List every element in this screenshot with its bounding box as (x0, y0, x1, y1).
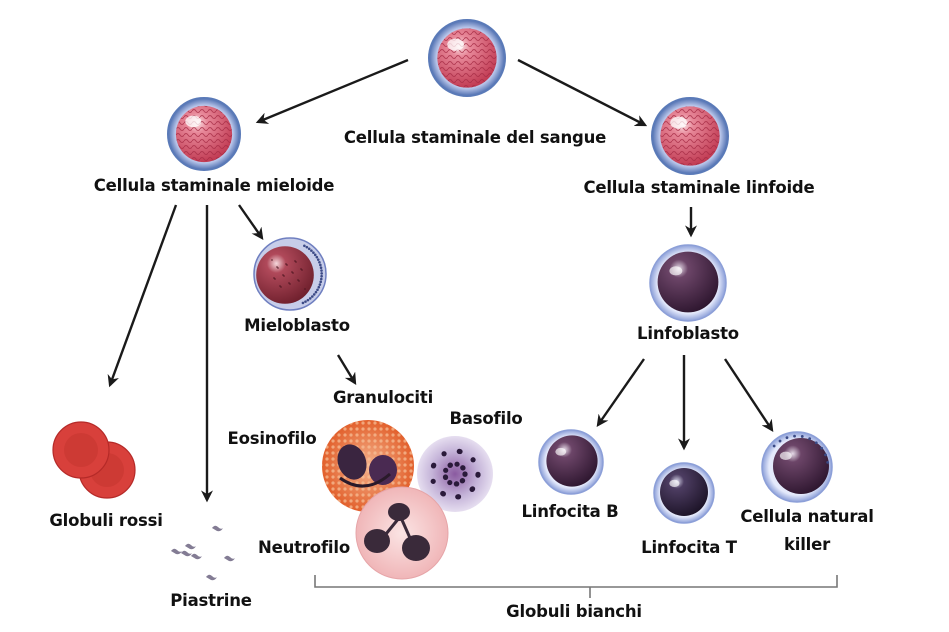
myeloblast-cell-icon (253, 237, 327, 311)
arrow-lymphoblast-to-b_cell (596, 358, 645, 427)
arrow-myeloid-to-rbc (107, 204, 178, 388)
label-neutrophil: Neutrofilo (258, 538, 350, 557)
white-cells-bracket (314, 575, 838, 598)
label-red-blood-cells: Globuli rossi (49, 511, 163, 530)
arrows (107, 58, 774, 503)
red-blood-cells-icon (52, 421, 136, 499)
label-b-lymphocyte: Linfocita B (521, 502, 619, 521)
label-nk-cell-line1: Cellula natural (740, 507, 874, 526)
bracket-line (314, 575, 838, 588)
label-platelets: Piastrine (170, 591, 252, 610)
b-lymphocyte-cell-icon (538, 429, 604, 495)
label-myeloblast: Mieloblasto (244, 316, 350, 335)
label-nk-cell-line2: killer (783, 535, 831, 554)
nk-cell-cell-icon (761, 431, 833, 503)
label-basophil: Basofilo (449, 409, 523, 428)
label-lymphoid-stem-cell: Cellula staminale linfoide (583, 178, 815, 197)
arrow-myeloblast-to-granulocytes (336, 354, 357, 386)
label-lymphoblast: Linfoblasto (637, 324, 739, 343)
label-granulocytes: Granulociti (332, 388, 434, 407)
neutrophil-cell-icon (355, 486, 449, 580)
label-t-lymphocyte: Linfocita T (641, 538, 737, 557)
lymphoid-stem-cell-icon (651, 97, 729, 175)
myeloid-stem-cell-icon (167, 97, 241, 171)
arrow-myeloid-to-myeloblast (238, 204, 264, 240)
root-stem-cell-icon (428, 19, 506, 97)
t-lymphocyte-cell-icon (653, 462, 715, 524)
arrow-root-to-myeloid (255, 58, 409, 124)
basophil-cell-icon (417, 436, 493, 512)
arrow-root-to-lymphoid (517, 58, 648, 127)
platelets-icon (171, 525, 235, 581)
cells (52, 19, 833, 581)
label-root-stem-cell: Cellula staminale del sangue (343, 128, 607, 147)
label-myeloid-stem-cell: Cellula staminale mieloide (93, 176, 335, 195)
arrow-lymphoblast-to-nk_cell (723, 358, 774, 433)
lymphoblast-cell-icon (649, 244, 727, 322)
label-white-blood-cells: Globuli bianchi (506, 602, 642, 621)
label-eosinophil: Eosinofilo (227, 429, 317, 448)
